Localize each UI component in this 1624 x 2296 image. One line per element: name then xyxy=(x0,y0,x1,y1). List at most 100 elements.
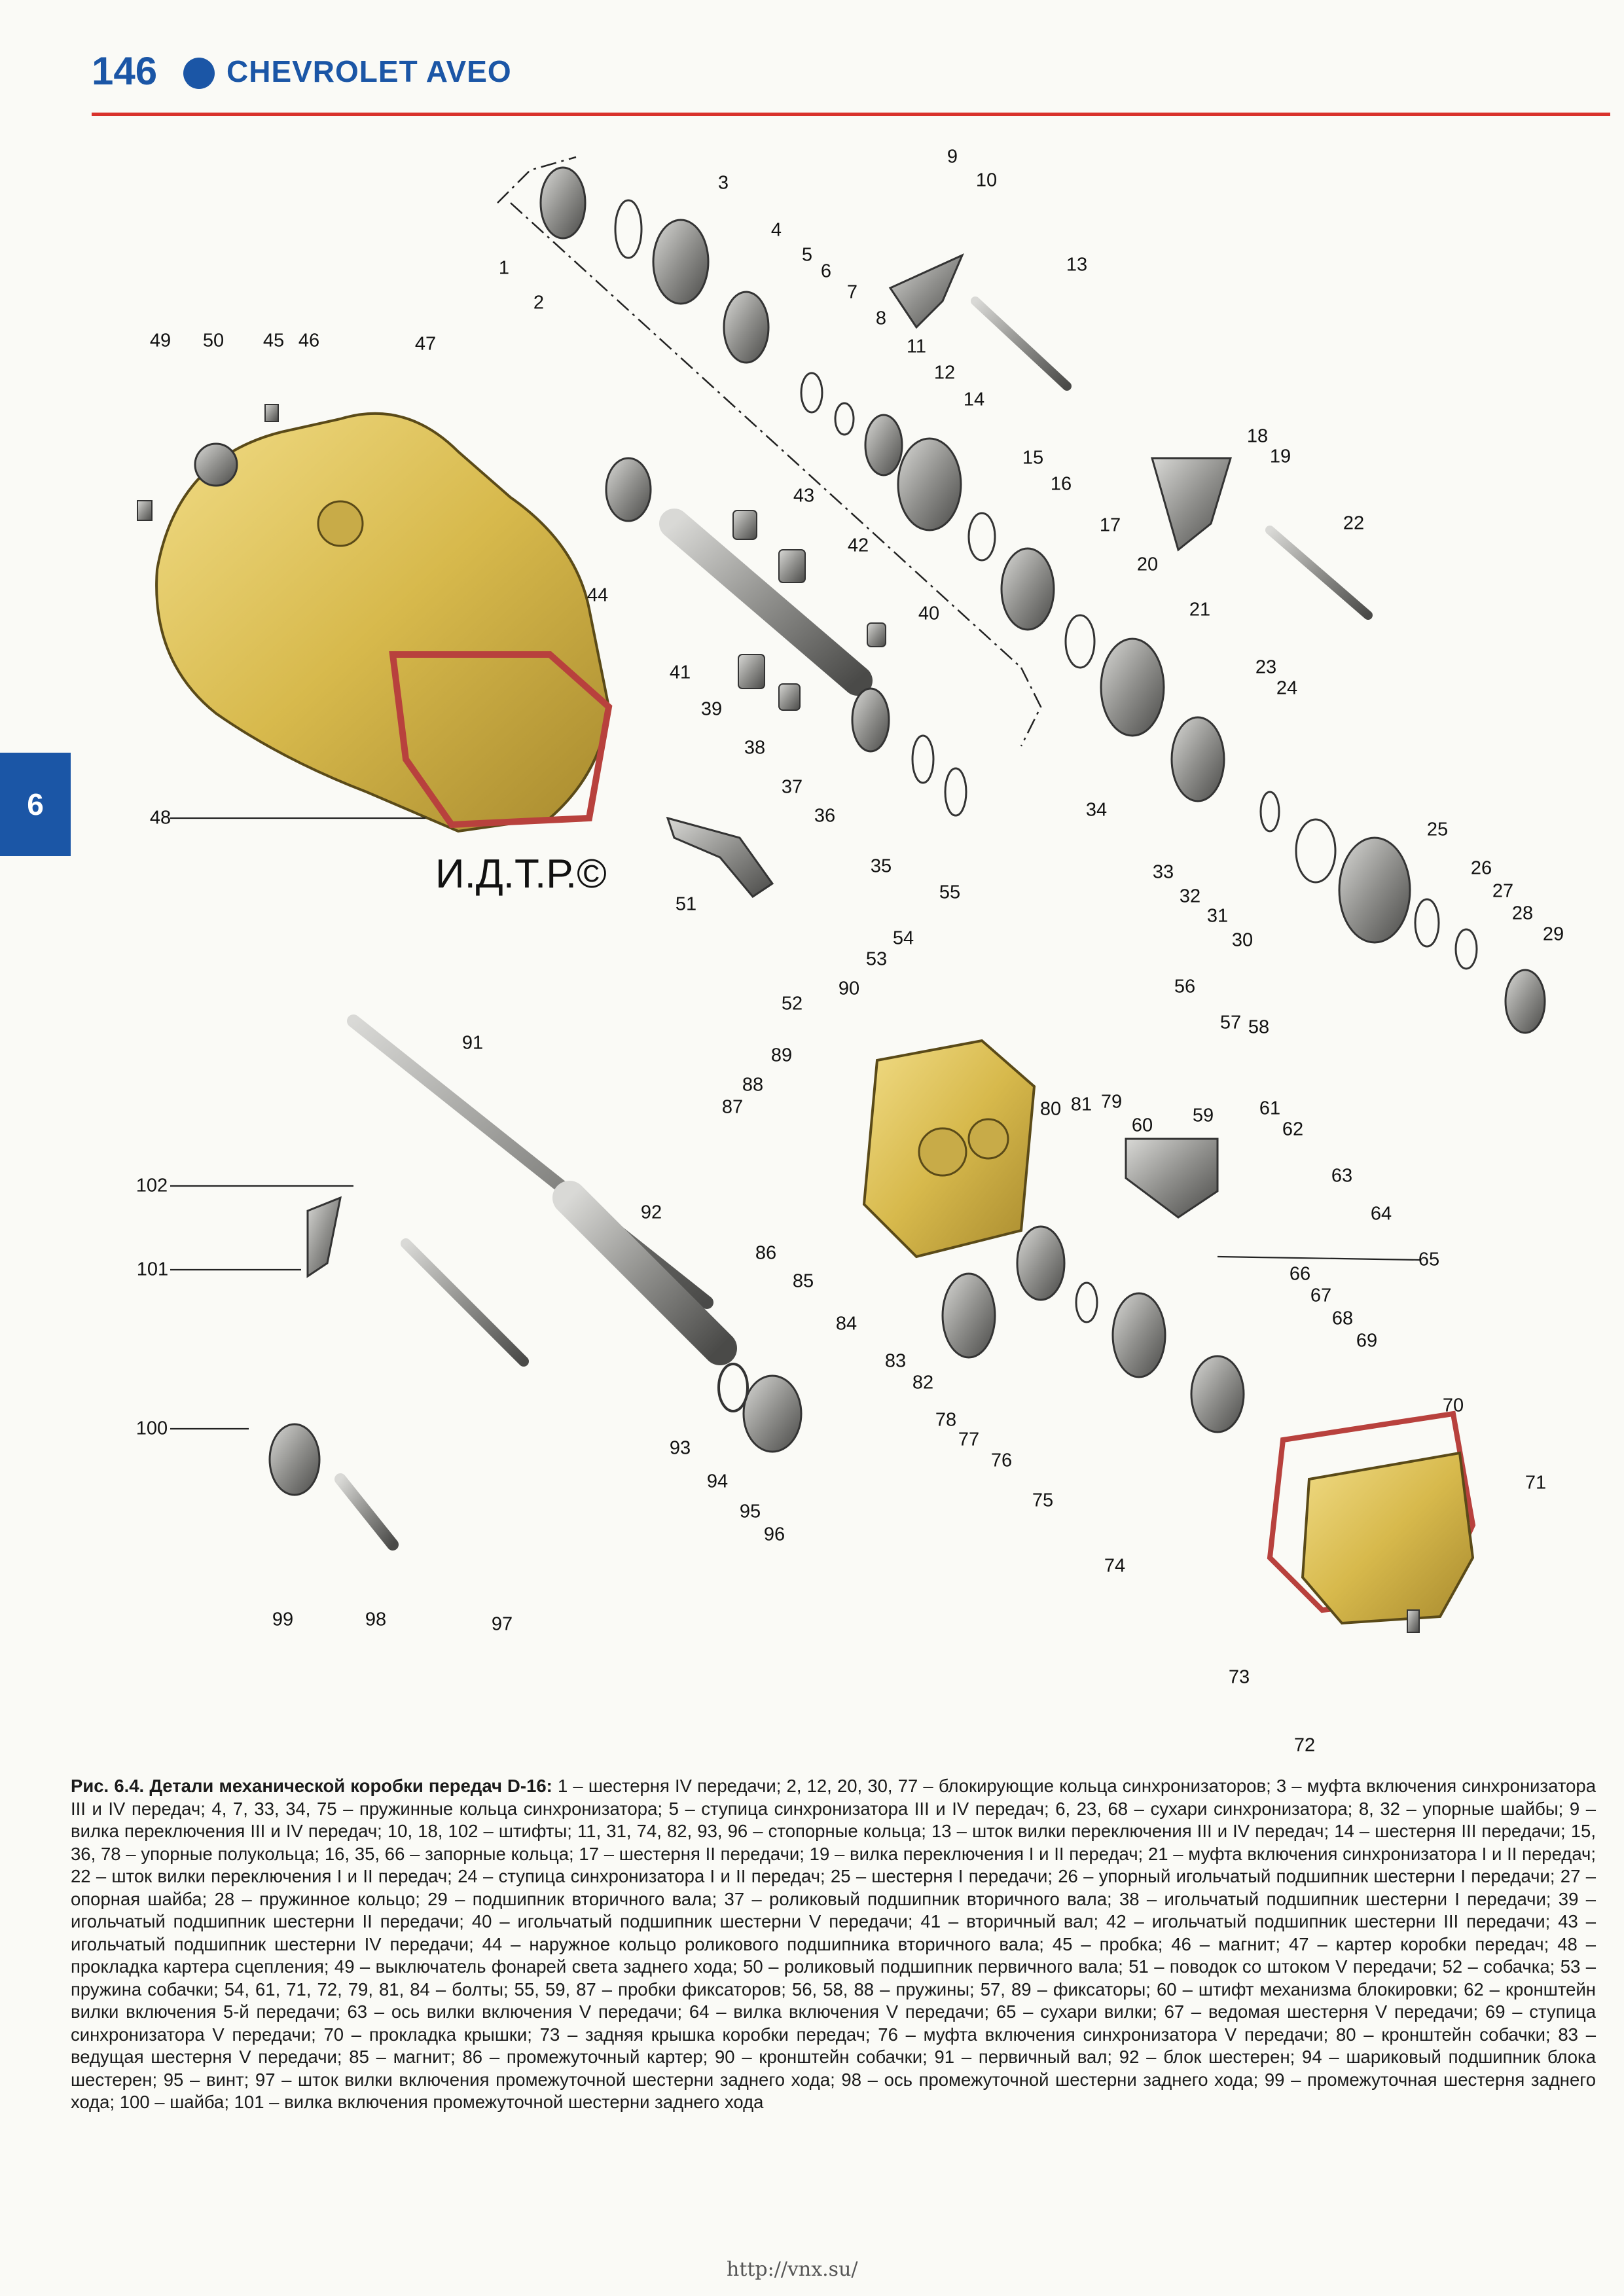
callout-91: 91 xyxy=(461,1032,484,1054)
callout-29: 29 xyxy=(1542,924,1564,945)
callout-5: 5 xyxy=(801,244,813,266)
callout-79: 79 xyxy=(1100,1091,1123,1113)
callout-22: 22 xyxy=(1343,512,1365,534)
callout-93: 93 xyxy=(669,1437,691,1459)
bullet-dot xyxy=(183,58,215,89)
input-shaft xyxy=(268,1014,803,1551)
chapter-tab[interactable]: 6 xyxy=(0,753,71,856)
callout-71: 71 xyxy=(1525,1472,1547,1494)
callout-84: 84 xyxy=(835,1313,857,1335)
callout-11: 11 xyxy=(906,336,927,357)
callout-102: 102 xyxy=(135,1175,168,1196)
callout-4: 4 xyxy=(770,219,782,241)
callout-89: 89 xyxy=(770,1045,793,1066)
callout-70: 70 xyxy=(1442,1395,1464,1416)
caption-text: 1 – шестерня IV передачи; 2, 12, 20, 30,… xyxy=(71,1776,1596,2112)
figure-caption: Рис. 6.4. Детали механической коробки пе… xyxy=(71,1775,1596,2114)
upper-gear-train xyxy=(539,166,1546,1034)
callout-48: 48 xyxy=(149,807,171,829)
callout-82: 82 xyxy=(912,1372,934,1393)
callout-75: 75 xyxy=(1032,1490,1054,1511)
callout-95: 95 xyxy=(739,1501,761,1522)
callout-66: 66 xyxy=(1289,1263,1311,1285)
callout-3: 3 xyxy=(717,172,729,194)
callout-23: 23 xyxy=(1255,656,1277,678)
intermediate-housing xyxy=(862,1039,1036,1259)
callout-53: 53 xyxy=(865,948,888,970)
callout-92: 92 xyxy=(640,1202,662,1223)
callout-37: 37 xyxy=(781,776,803,798)
callout-43: 43 xyxy=(793,485,815,507)
leader-lines xyxy=(170,817,1421,1430)
callout-35: 35 xyxy=(870,855,892,877)
callout-67: 67 xyxy=(1310,1285,1332,1306)
callout-9: 9 xyxy=(947,146,958,168)
callout-28: 28 xyxy=(1511,903,1534,924)
assembly-axis-lines xyxy=(497,156,1042,747)
callout-25: 25 xyxy=(1426,819,1449,840)
callout-76: 76 xyxy=(990,1450,1013,1471)
callout-85: 85 xyxy=(792,1270,814,1292)
callout-49: 49 xyxy=(149,330,171,351)
callout-20: 20 xyxy=(1136,554,1159,575)
footer-url[interactable]: http://vnx.su/ xyxy=(727,2258,858,2281)
callout-50: 50 xyxy=(202,330,225,351)
callout-38: 38 xyxy=(744,737,766,759)
callout-26: 26 xyxy=(1470,857,1492,879)
callout-72: 72 xyxy=(1293,1734,1316,1756)
callout-16: 16 xyxy=(1050,473,1072,495)
callout-61: 61 xyxy=(1259,1098,1281,1119)
callout-97: 97 xyxy=(491,1613,513,1635)
callout-15: 15 xyxy=(1022,447,1044,469)
callout-19: 19 xyxy=(1269,446,1291,467)
callout-59: 59 xyxy=(1192,1105,1214,1126)
callout-10: 10 xyxy=(975,170,998,191)
gearbox-exploded-diagram xyxy=(137,156,1546,1633)
callout-98: 98 xyxy=(365,1609,387,1630)
callout-41: 41 xyxy=(669,662,691,683)
callout-65: 65 xyxy=(1418,1249,1440,1270)
callout-47: 47 xyxy=(414,333,437,355)
callout-40: 40 xyxy=(918,603,940,624)
callout-96: 96 xyxy=(763,1524,785,1545)
callout-58: 58 xyxy=(1248,1016,1270,1038)
callout-2: 2 xyxy=(533,292,545,314)
output-shaft xyxy=(605,457,886,711)
callout-7: 7 xyxy=(846,281,858,303)
callout-36: 36 xyxy=(814,805,836,827)
watermark-idtr: И.Д.Т.Р.© xyxy=(435,852,607,897)
page-number: 146 xyxy=(92,49,158,93)
book-title: CHEVROLET AVEO xyxy=(226,54,512,88)
callout-69: 69 xyxy=(1356,1330,1378,1352)
callout-33: 33 xyxy=(1152,861,1174,883)
callout-68: 68 xyxy=(1331,1308,1354,1329)
callout-94: 94 xyxy=(706,1471,729,1492)
callout-34: 34 xyxy=(1085,799,1108,821)
caption-label: Рис. 6.4. Детали механической коробки пе… xyxy=(71,1776,552,1796)
rear-cover xyxy=(1267,1410,1476,1633)
callout-21: 21 xyxy=(1189,599,1211,620)
callout-62: 62 xyxy=(1282,1119,1304,1140)
callout-81: 81 xyxy=(1070,1094,1092,1115)
callout-54: 54 xyxy=(892,927,914,949)
callout-88: 88 xyxy=(742,1074,764,1096)
fifth-gear-assembly xyxy=(941,1138,1245,1433)
callout-14: 14 xyxy=(963,389,985,410)
callout-45: 45 xyxy=(262,330,285,351)
transmission-housing xyxy=(137,404,613,833)
callout-13: 13 xyxy=(1066,254,1088,276)
callout-80: 80 xyxy=(1039,1098,1062,1120)
callout-86: 86 xyxy=(755,1242,777,1264)
callout-73: 73 xyxy=(1228,1666,1250,1688)
callout-64: 64 xyxy=(1370,1203,1392,1225)
shift-forks xyxy=(666,253,1373,898)
callout-12: 12 xyxy=(933,362,956,384)
callout-24: 24 xyxy=(1276,677,1298,699)
callout-60: 60 xyxy=(1131,1115,1153,1136)
callout-57: 57 xyxy=(1219,1012,1242,1033)
callout-52: 52 xyxy=(781,993,803,1014)
callout-87: 87 xyxy=(721,1096,744,1118)
callout-42: 42 xyxy=(847,535,869,556)
callout-6: 6 xyxy=(820,260,832,282)
callout-56: 56 xyxy=(1174,976,1196,997)
